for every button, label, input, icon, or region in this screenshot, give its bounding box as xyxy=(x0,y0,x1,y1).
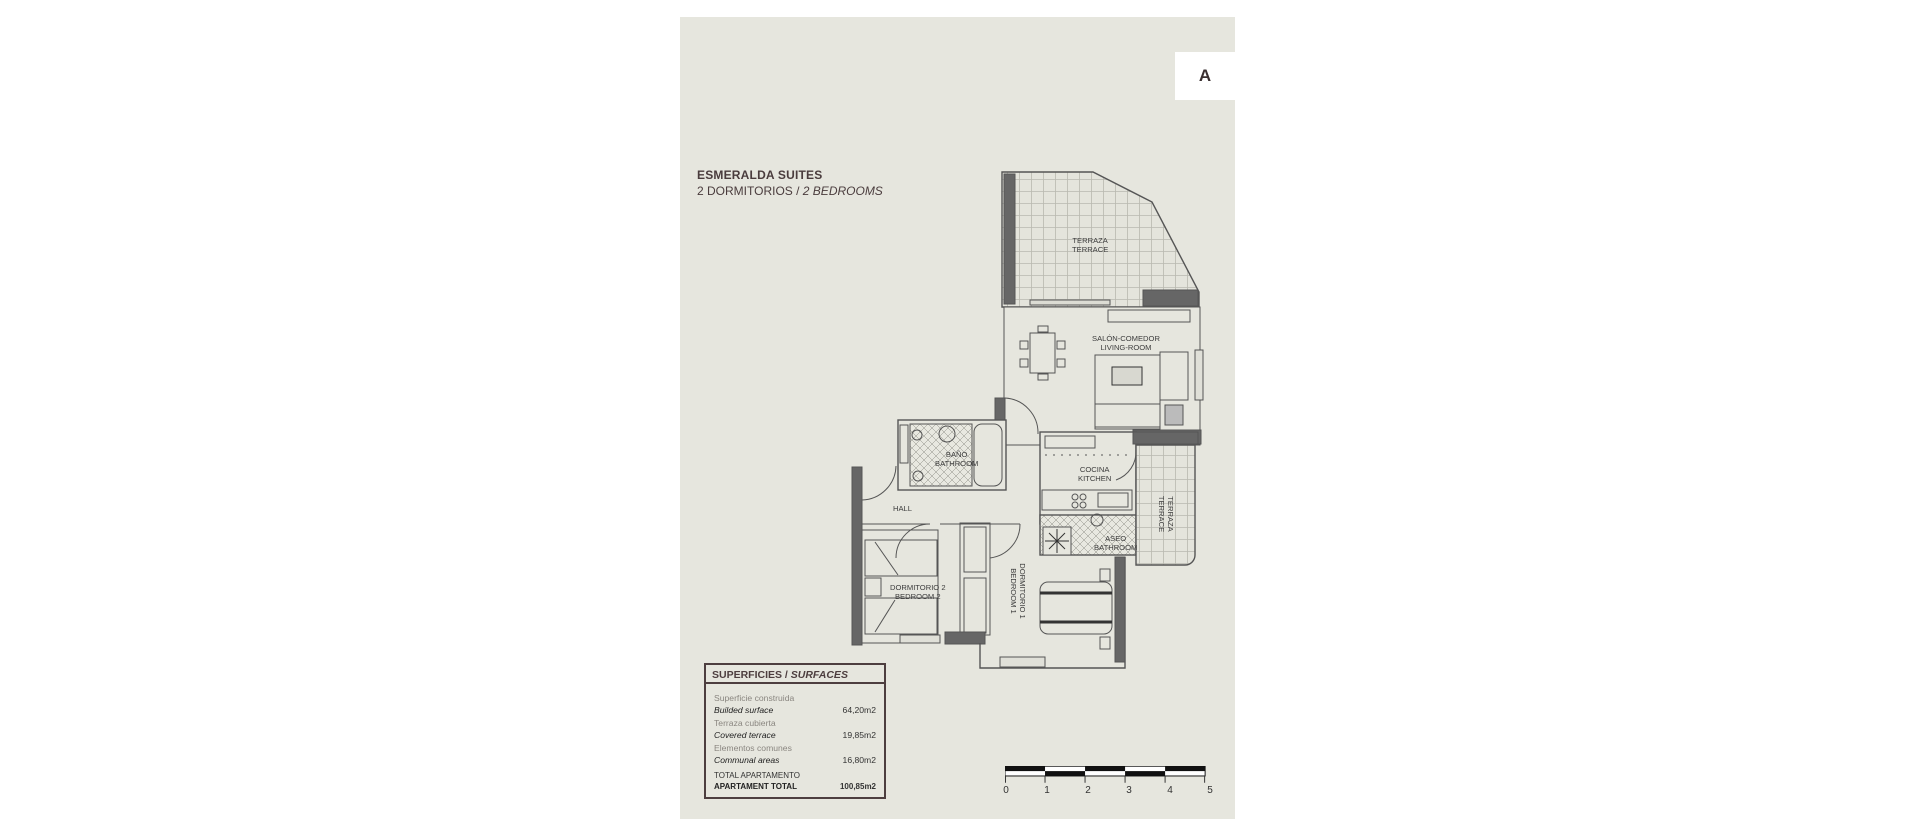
bedroom-1 xyxy=(979,556,1126,669)
label-kitchen-es: COCINA xyxy=(1079,465,1110,474)
label-living-es: SALÓN-COMEDOR xyxy=(1092,334,1160,343)
label-hall: HALL xyxy=(893,504,912,513)
label-terrace-side-es: TERRAZA xyxy=(1166,496,1176,532)
total-value: 100,85m2 xyxy=(839,782,876,791)
surface-label-en: Covered terrace xyxy=(714,730,776,740)
surfaces-heading-en: SURFACES xyxy=(790,669,848,681)
label-terrace-main-en: TERRACE xyxy=(1072,245,1109,254)
bedroom-2 xyxy=(861,529,986,645)
label-bathroom-en: BATHROOM xyxy=(935,459,979,468)
label-terrace-main-es: TERRAZA xyxy=(1072,236,1108,245)
surfaces-heading-es: SUPERFICIES / xyxy=(712,669,791,681)
surface-row-total: TOTAL APARTAMENTO APARTAMENT TOTAL 100,85… xyxy=(714,771,876,791)
label-terrace-side-en: TERRACE xyxy=(1157,495,1167,533)
scale-label: 2 xyxy=(1085,785,1091,796)
terrace-main xyxy=(1001,171,1200,308)
project-subtitle: 2 DORMITORIOS / 2 BEDROOMS xyxy=(697,184,883,198)
label-bedroom1-es: DORMITORIO 1 xyxy=(1017,563,1027,619)
surface-value: 64,20m2 xyxy=(842,705,876,715)
label-bedroom2-es: DORMITORIO 2 xyxy=(890,583,946,592)
surface-label-en: Builded surface xyxy=(714,705,774,715)
label-living-en: LIVING-ROOM xyxy=(1100,343,1152,352)
unit-badge: A xyxy=(1175,52,1235,100)
surfaces-heading: SUPERFICIES / SURFACES xyxy=(706,665,884,684)
bathroom-main xyxy=(897,419,1007,491)
label-toilet-en: BATHROOM xyxy=(1094,543,1138,552)
scale-label: 4 xyxy=(1167,785,1173,796)
surface-label-es: Elementos comunes xyxy=(714,743,792,753)
label-bedroom1-en: BEDROOM 1 xyxy=(1008,568,1018,614)
terrace-side xyxy=(1115,431,1199,566)
surface-label-es: Superficie construida xyxy=(714,693,795,703)
total-label-en: APARTAMENT TOTAL xyxy=(714,782,797,791)
subtitle-es: 2 DORMITORIOS / xyxy=(697,184,803,198)
kitchen xyxy=(1039,431,1137,525)
total-label-es: TOTAL APARTAMENTO xyxy=(714,771,800,780)
scale-label: 5 xyxy=(1207,785,1213,796)
surface-label-es: Terraza cubierta xyxy=(714,718,776,728)
scale-label: 0 xyxy=(1003,785,1009,796)
scale-bar xyxy=(1005,766,1206,783)
scale-label: 3 xyxy=(1126,785,1132,796)
label-kitchen-en: KITCHEN xyxy=(1078,474,1112,483)
toilet-bathroom xyxy=(1039,513,1137,556)
surface-value: 19,85m2 xyxy=(842,730,876,740)
project-title: ESMERALDA SUITES xyxy=(697,168,823,182)
surface-value: 16,80m2 xyxy=(842,755,876,765)
label-bedroom2-en: BEDROOM 2 xyxy=(894,592,941,601)
subtitle-en: 2 BEDROOMS xyxy=(802,184,883,198)
label-bathroom-es: BAÑO xyxy=(945,450,968,459)
living-room xyxy=(1003,306,1204,446)
label-toilet-es: ASEO xyxy=(1105,534,1127,543)
surface-label-en: Communal areas xyxy=(714,755,780,765)
surfaces-table: SUPERFICIES / SURFACES Superficie constr… xyxy=(704,663,886,799)
scale-label: 1 xyxy=(1044,785,1050,796)
